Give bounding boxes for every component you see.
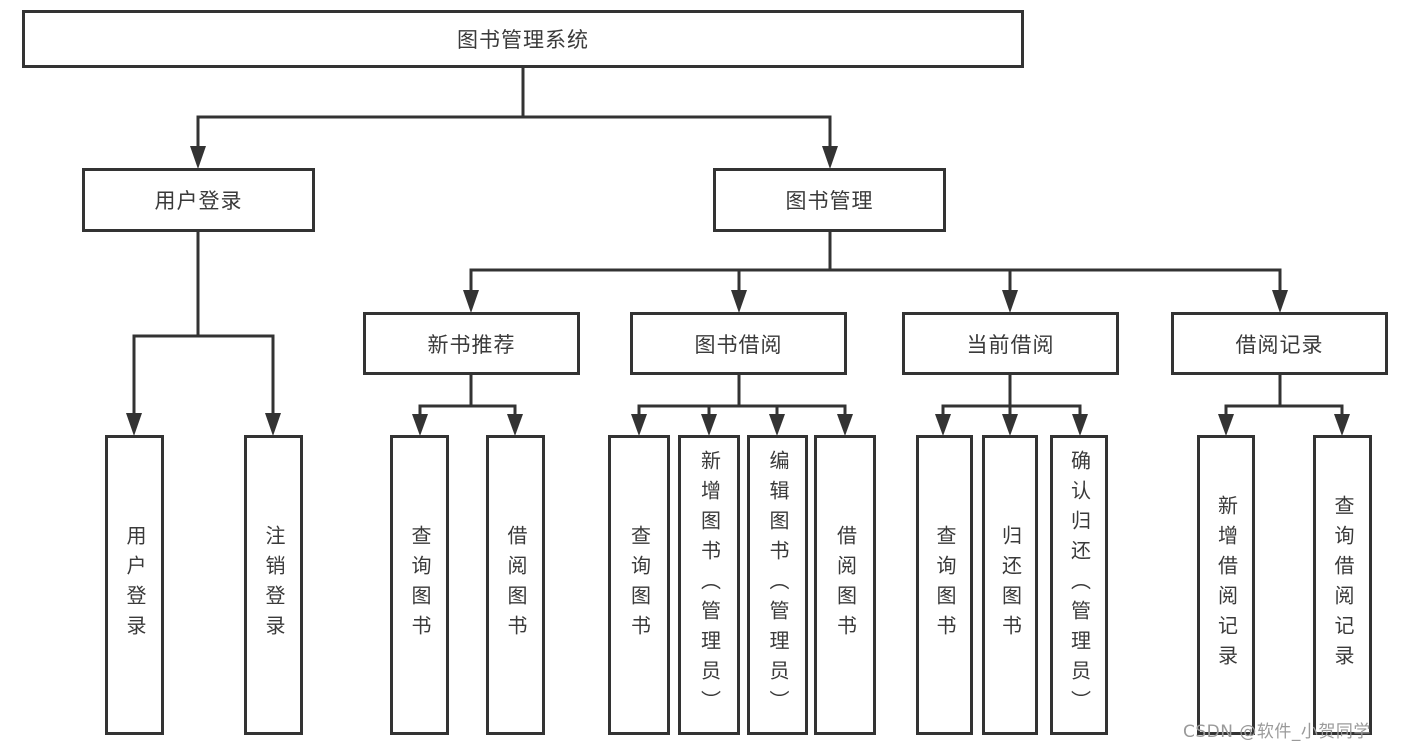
node-borrowing-records: 借阅记录	[1171, 312, 1388, 375]
node-label: 查询借阅记录	[1331, 495, 1355, 675]
arrowhead-icon	[1002, 290, 1018, 313]
node-label: 借阅图书	[504, 525, 528, 645]
arrowhead-icon	[837, 414, 853, 436]
arrowhead-icon	[1072, 414, 1088, 436]
node-label: 用户登录	[154, 189, 243, 213]
leaf-query-books-current: 查询图书	[916, 435, 973, 735]
node-book-borrowing: 图书借阅	[630, 312, 847, 375]
arrowhead-icon	[731, 290, 747, 313]
arrowhead-icon	[631, 414, 647, 436]
leaf-query-borrow-record: 查询借阅记录	[1313, 435, 1372, 735]
csdn-watermark: CSDN @软件_小贺同学	[1183, 722, 1371, 742]
arrowhead-icon	[1334, 414, 1350, 436]
node-label: 图书借阅	[694, 332, 783, 357]
node-label: 查询图书	[933, 525, 957, 645]
node-label: 查询图书	[627, 525, 652, 645]
node-label: 当前借阅	[966, 332, 1055, 357]
arrowhead-icon	[507, 414, 523, 436]
node-label: 借阅图书	[833, 525, 858, 645]
leaf-add-books-admin: 新增图书（管理员）	[678, 435, 740, 735]
arrowhead-icon	[1002, 414, 1018, 436]
node-label: 编辑图书（管理员）	[766, 450, 790, 720]
node-label: 图书管理	[785, 189, 874, 213]
node-label: 图书管理系统	[457, 28, 589, 52]
node-root-library-system: 图书管理系统	[22, 10, 1024, 68]
arrowhead-icon	[190, 146, 206, 169]
connector-group-borrow-record	[1218, 375, 1350, 436]
arrowhead-icon	[126, 413, 142, 436]
leaf-query-books-borrowing: 查询图书	[608, 435, 670, 735]
connector-group-book-mgmt	[463, 232, 1288, 313]
leaf-logout: 注销登录	[244, 435, 303, 735]
node-label: 用户登录	[123, 525, 147, 645]
connector-group-current-borrow	[935, 375, 1088, 436]
connector-group-new-book-rec	[412, 375, 523, 436]
leaf-confirm-return-admin: 确认归还（管理员）	[1050, 435, 1108, 735]
connector-group-root	[190, 68, 838, 169]
arrowhead-icon	[1272, 290, 1288, 313]
arrowhead-icon	[769, 414, 785, 436]
node-label: 新书推荐	[427, 332, 516, 357]
leaf-borrow-books-recommend: 借阅图书	[486, 435, 545, 735]
node-label: 新增借阅记录	[1214, 495, 1239, 675]
node-current-borrowing: 当前借阅	[902, 312, 1119, 375]
node-label: 借阅记录	[1235, 332, 1324, 357]
node-book-management: 图书管理	[713, 168, 946, 232]
node-user-login: 用户登录	[82, 168, 315, 232]
leaf-borrow-books: 借阅图书	[814, 435, 876, 735]
leaf-edit-books-admin: 编辑图书（管理员）	[747, 435, 808, 735]
arrowhead-icon	[701, 414, 717, 436]
leaf-user-login: 用户登录	[105, 435, 164, 735]
arrowhead-icon	[822, 146, 838, 169]
arrowhead-icon	[935, 414, 951, 436]
node-new-book-recommend: 新书推荐	[363, 312, 580, 375]
arrowhead-icon	[1218, 414, 1234, 436]
node-label: 查询图书	[408, 525, 432, 645]
node-label: 新增图书（管理员）	[697, 450, 722, 720]
node-label: 注销登录	[262, 525, 286, 645]
leaf-return-books: 归还图书	[982, 435, 1038, 735]
arrowhead-icon	[265, 413, 281, 436]
leaf-add-borrow-record: 新增借阅记录	[1197, 435, 1255, 735]
node-label: 确认归还（管理员）	[1067, 450, 1092, 720]
connector-group-user-login	[126, 232, 281, 436]
arrowhead-icon	[463, 290, 479, 313]
node-label: 归还图书	[998, 525, 1023, 645]
arrowhead-icon	[412, 414, 428, 436]
connector-group-book-borrow	[631, 375, 853, 436]
leaf-query-books-recommend: 查询图书	[390, 435, 449, 735]
